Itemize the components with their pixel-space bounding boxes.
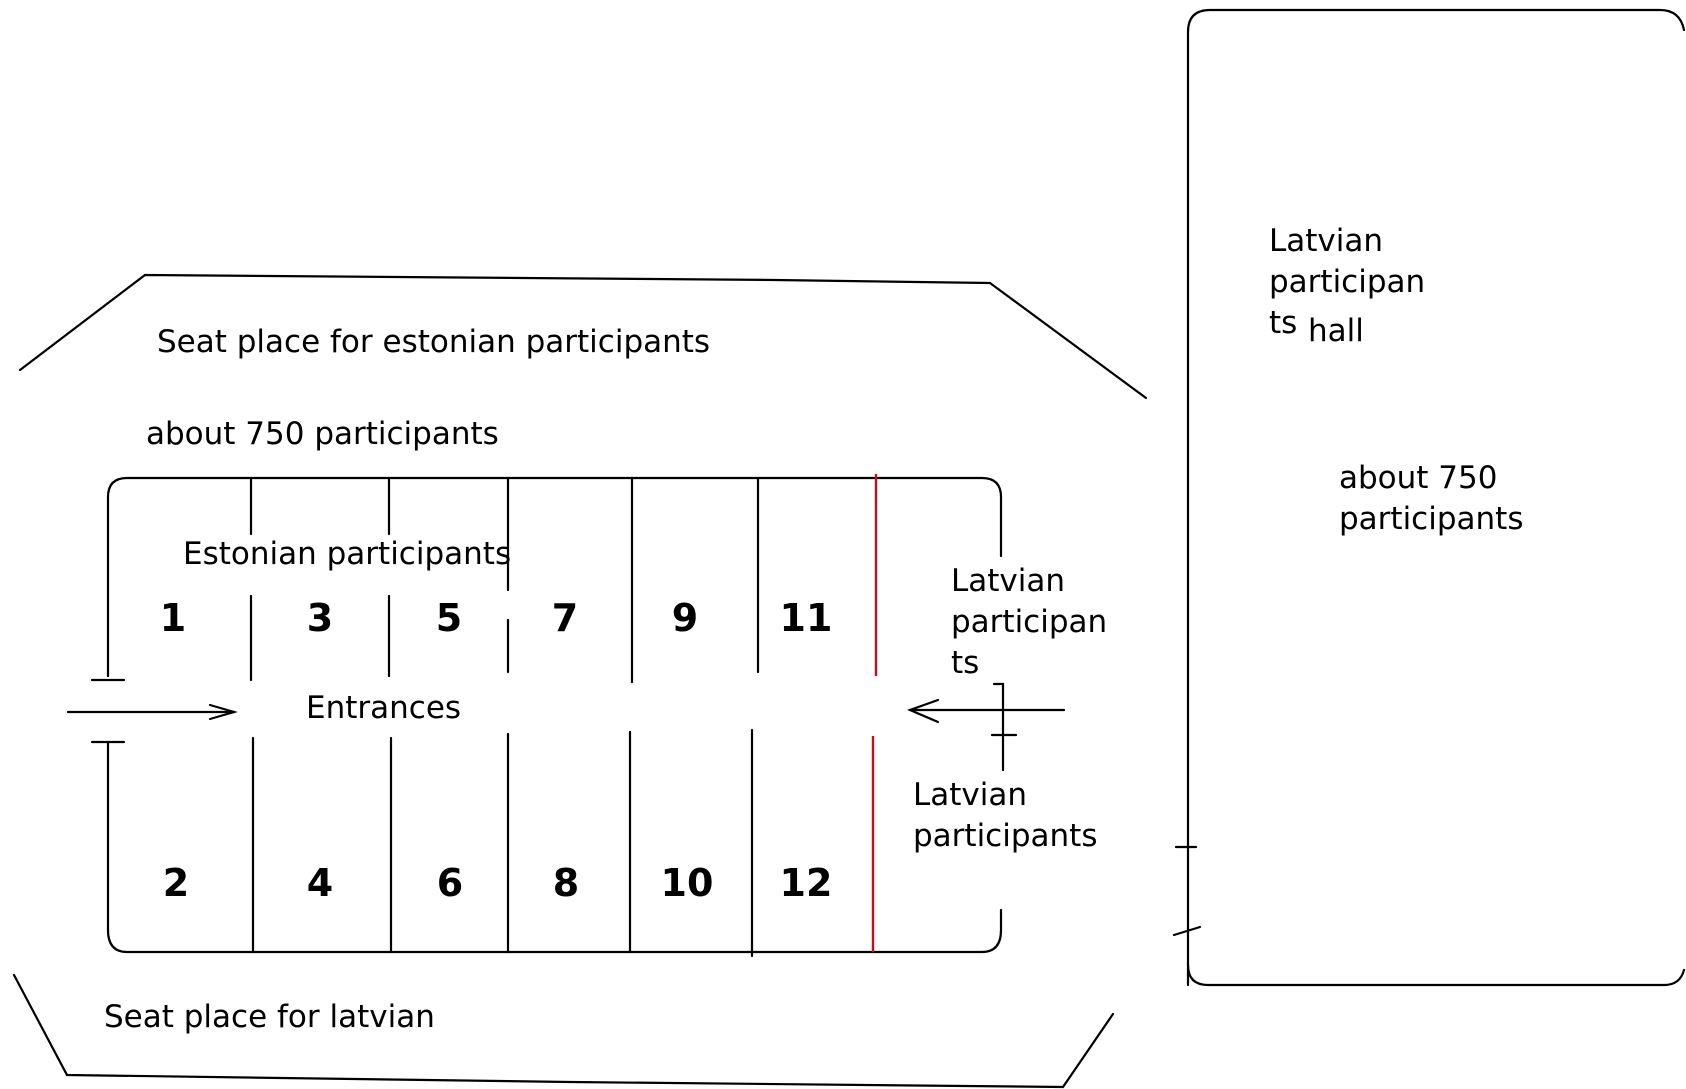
section-number: 6 bbox=[437, 861, 463, 905]
section-number: 1 bbox=[160, 596, 186, 640]
left-entrance-arrow bbox=[66, 678, 238, 744]
latvian-hall bbox=[1172, 8, 1686, 987]
latvian-lower-line-1: Latvian bbox=[913, 777, 1027, 813]
estonian-seat-label: Seat place for estonian participants bbox=[157, 324, 710, 360]
hall-title-line-1: Latvian bbox=[1269, 223, 1383, 259]
hall-word: hall bbox=[1308, 313, 1364, 349]
latvian-lower-line-2: participants bbox=[913, 818, 1097, 854]
section-number: 8 bbox=[553, 861, 579, 905]
bottom-section-numbers: 2 4 6 8 10 12 bbox=[163, 861, 833, 905]
right-entrance-arrow bbox=[906, 682, 1066, 772]
latvian-hall-capacity: about 750 participants bbox=[1339, 460, 1523, 537]
latvian-participants-lower-label: Latvian participants bbox=[913, 777, 1097, 854]
latvian-upper-line-1: Latvian bbox=[951, 563, 1065, 599]
latvian-participants-upper-label: Latvian participan ts bbox=[951, 563, 1107, 681]
top-section-numbers: 1 3 5 7 9 11 bbox=[160, 596, 833, 640]
latvian-upper-line-3: ts bbox=[951, 645, 979, 681]
section-number: 9 bbox=[672, 596, 698, 640]
seating-boundary bbox=[12, 273, 1148, 1089]
estonian-participants-label: Estonian participants bbox=[183, 536, 511, 572]
section-number: 3 bbox=[307, 596, 333, 640]
hall-title-line-3: ts bbox=[1269, 305, 1297, 341]
latvian-hall-title: Latvian participan ts hall bbox=[1269, 223, 1425, 349]
section-number: 4 bbox=[307, 861, 333, 905]
estonian-capacity-label: about 750 participants bbox=[146, 416, 499, 452]
hall-capacity-line-1: about 750 bbox=[1339, 460, 1497, 496]
section-number: 7 bbox=[552, 596, 578, 640]
section-number: 2 bbox=[163, 861, 189, 905]
latvian-seat-label: Seat place for latvian bbox=[104, 999, 435, 1035]
section-number: 12 bbox=[780, 861, 833, 905]
section-number: 5 bbox=[436, 596, 462, 640]
entrances-label: Entrances bbox=[306, 690, 461, 726]
hall-capacity-line-2: participants bbox=[1339, 501, 1523, 537]
hall-title-line-2: participan bbox=[1269, 264, 1425, 300]
central-hall bbox=[106, 474, 1003, 958]
section-number: 10 bbox=[661, 861, 714, 905]
section-number: 11 bbox=[780, 596, 833, 640]
latvian-upper-line-2: participan bbox=[951, 604, 1107, 640]
